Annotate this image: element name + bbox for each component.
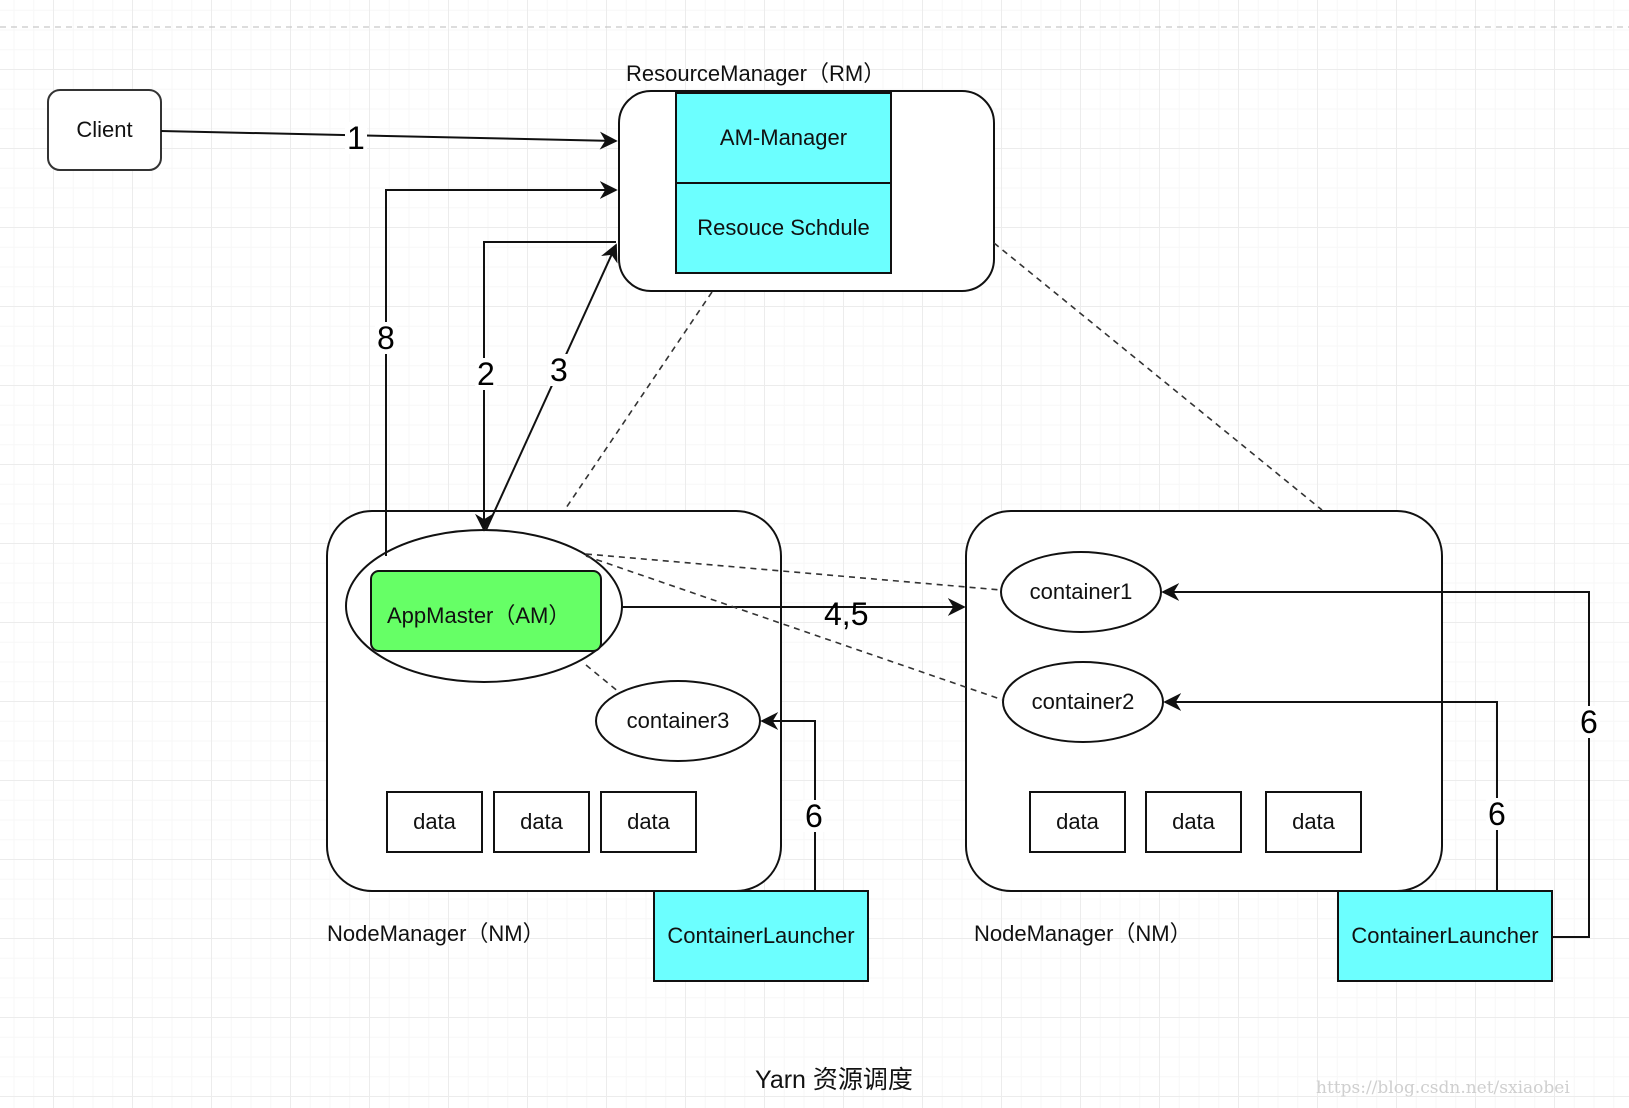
node-manager-2-label: NodeManager（NM） (974, 921, 1192, 946)
data-box (493, 791, 590, 853)
data-label: data (1056, 809, 1099, 834)
container-launcher-1-box[interactable] (653, 890, 869, 982)
dashed-am-container2 (585, 555, 1004, 701)
container1-ellipse[interactable] (1000, 551, 1162, 633)
node-manager-1-label: NodeManager（NM） (327, 921, 545, 946)
edge-8 (385, 181, 618, 556)
data-label: data (520, 809, 563, 834)
data-box (600, 791, 697, 853)
container-launcher-2-box[interactable] (1337, 890, 1553, 982)
edge-6-container1 (1161, 583, 1590, 938)
container2-ellipse[interactable] (1002, 661, 1164, 743)
dashed-am-container1 (585, 553, 1002, 591)
dashed-rm-nm1 (565, 291, 713, 509)
data-box (1145, 791, 1242, 853)
dashed-am-container3 (585, 664, 621, 694)
data-box (386, 791, 483, 853)
container1-label: container1 (1029, 579, 1133, 604)
client-label: Client (76, 117, 133, 142)
data-label: data (627, 809, 670, 834)
edge-6-container3 (760, 712, 816, 890)
diagram-title: Yarn 资源调度 (755, 1066, 913, 1094)
container2-label: container2 (1031, 689, 1135, 714)
am-manager-label: AM-Manager (719, 125, 848, 150)
edge-label-6: 6 (1486, 796, 1508, 832)
data-label: data (1292, 809, 1335, 834)
edge-3 (485, 243, 618, 531)
data-box (1029, 791, 1126, 853)
data-label: data (413, 809, 456, 834)
container3-label: container3 (626, 708, 730, 733)
client-box[interactable] (47, 89, 162, 171)
edge-label-4-5: 4,5 (824, 596, 869, 632)
dashed-rm-nm2 (993, 242, 1323, 511)
watermark: https://blog.csdn.net/sxiaobei (1316, 1078, 1570, 1098)
app-master-box[interactable] (370, 570, 602, 652)
container3-ellipse[interactable] (595, 680, 761, 762)
edge-label-6: 6 (1578, 704, 1600, 740)
edge-2 (475, 241, 616, 532)
resource-schedule-box[interactable] (675, 182, 892, 274)
edge-label-1: 1 (345, 120, 367, 156)
app-master-label: AppMaster（AM） (387, 603, 571, 628)
data-label: data (1172, 809, 1215, 834)
container-launcher-1-label: ContainerLauncher (667, 923, 855, 948)
edge-label-2: 2 (475, 356, 497, 392)
edge-label-8: 8 (375, 320, 397, 356)
data-box (1265, 791, 1362, 853)
edge-label-3: 3 (548, 352, 570, 388)
edge-label-6: 6 (803, 798, 825, 834)
container-launcher-2-label: ContainerLauncher (1351, 923, 1539, 948)
resource-manager-label: ResourceManager（RM） (626, 61, 886, 86)
resource-schedule-label: Resouce Schdule (697, 215, 870, 240)
edge-1 (160, 130, 618, 150)
